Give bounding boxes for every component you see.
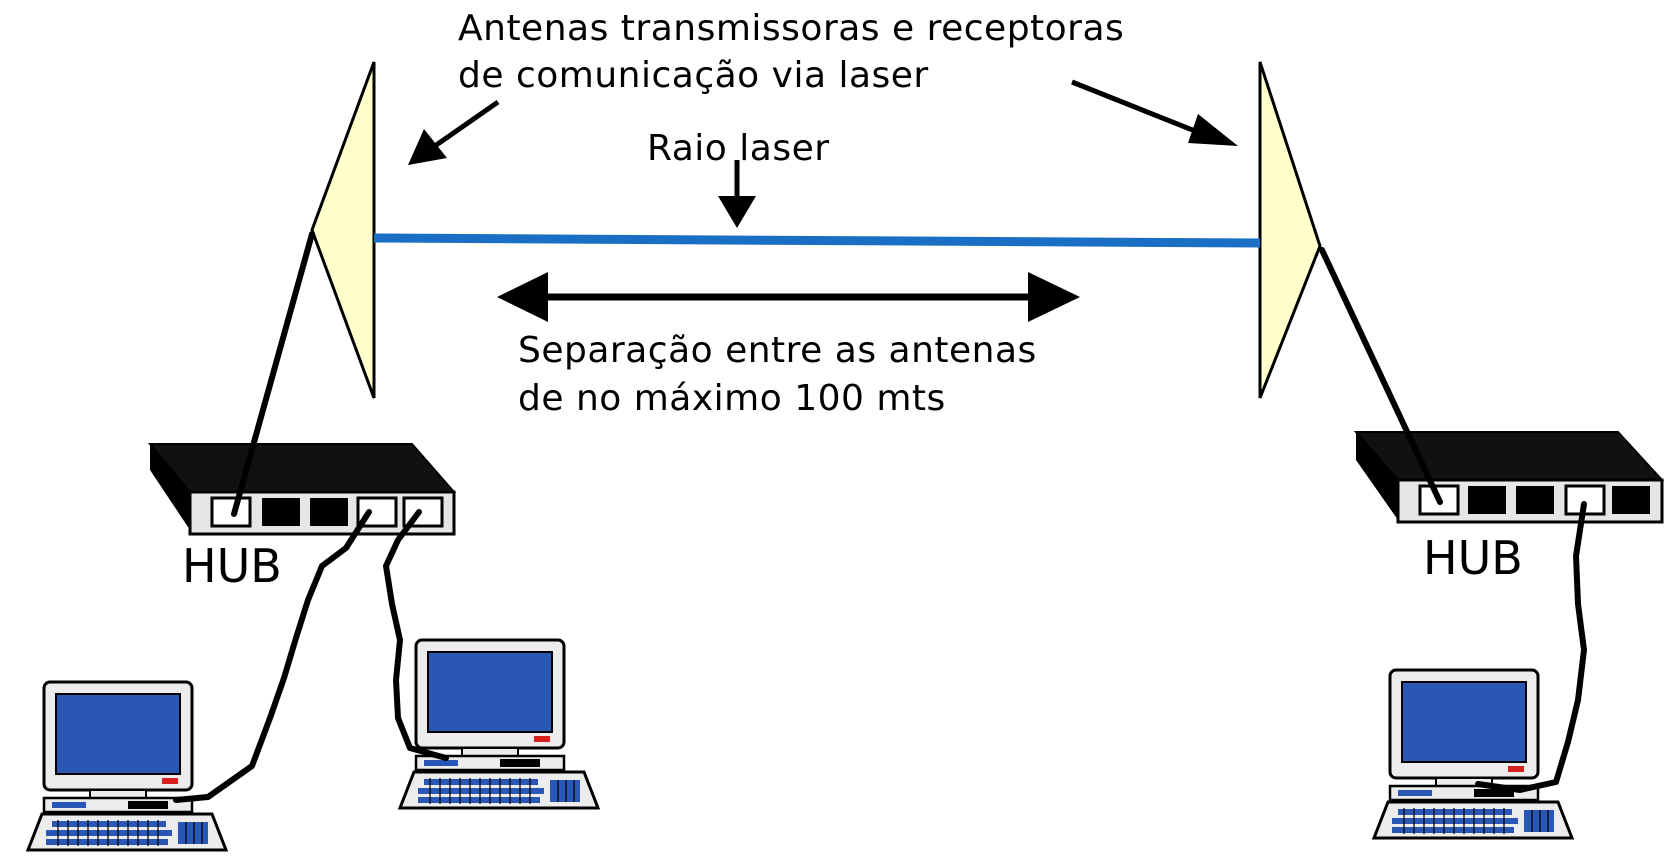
cable-hub-left-computer-1	[173, 509, 372, 803]
left-antenna-icon	[310, 61, 376, 399]
hub-right-label: HUB	[1423, 531, 1523, 585]
right-antenna-arrow-icon	[1071, 79, 1238, 146]
right-antenna-icon	[1258, 61, 1322, 399]
hub-left-label: HUB	[182, 539, 282, 593]
cable-hub-left-computer-2	[383, 509, 449, 761]
computer-left-1-icon	[26, 680, 228, 852]
computer-right-icon	[1372, 668, 1574, 840]
separation-label-line1: Separação entre as antenas	[518, 330, 1037, 371]
hub-left-icon	[147, 443, 457, 536]
left-antenna-arrow-icon	[408, 99, 500, 165]
cable-left-antenna-hub	[231, 231, 315, 517]
cable-hub-right-computer	[1475, 501, 1587, 793]
separation-double-arrow-icon	[497, 272, 1080, 322]
hub-right-icon	[1353, 431, 1665, 524]
laser-label: Raio laser	[647, 128, 830, 169]
cable-right-antenna-hub	[1319, 247, 1443, 505]
antennas-label-line1: Antenas transmissoras e receptoras	[458, 8, 1124, 49]
laser-beam	[373, 233, 1261, 248]
laser-arrow-icon	[718, 160, 756, 228]
separation-label-line2: de no máximo 100 mts	[518, 378, 946, 419]
antennas-label-line2: de comunicação via laser	[458, 55, 929, 96]
computer-left-2-icon	[398, 638, 600, 810]
